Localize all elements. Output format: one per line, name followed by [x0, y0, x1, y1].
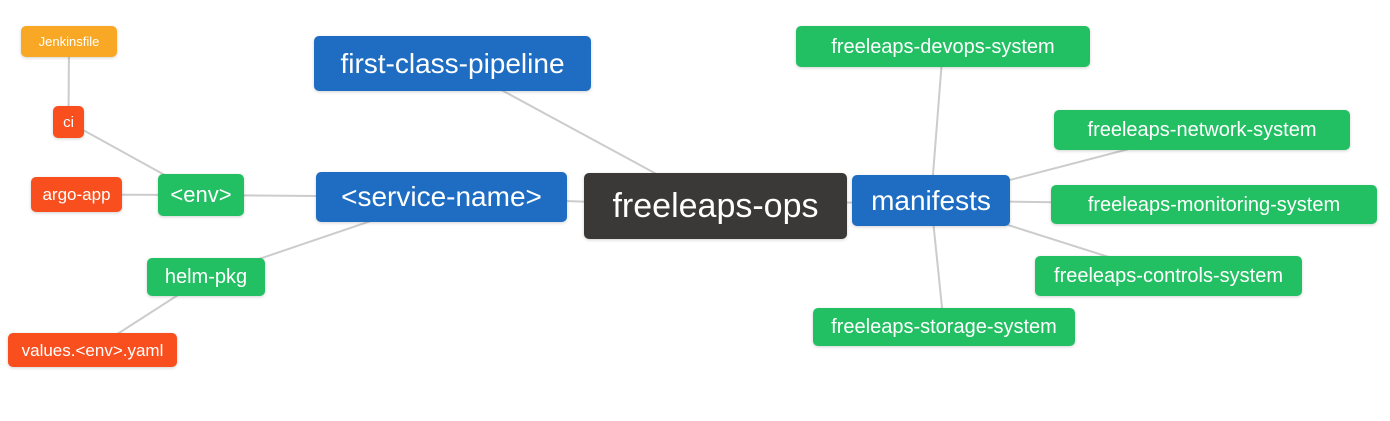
node-freeleaps-devops-system[interactable]: freeleaps-devops-system: [796, 26, 1090, 67]
node-label: values.<env>.yaml: [21, 340, 164, 360]
node-freeleaps-storage-system[interactable]: freeleaps-storage-system: [813, 308, 1075, 346]
node-label: freeleaps-devops-system: [831, 35, 1055, 58]
node-label: <service-name>: [341, 181, 542, 212]
edge-manifests--freeleaps-devops-system: [930, 46, 944, 201]
node-label: argo-app: [42, 185, 111, 204]
node-label: freeleaps-controls-system: [1054, 265, 1283, 287]
node-freeleaps-ops[interactable]: freeleaps-ops: [584, 173, 847, 239]
node-label: ci: [63, 113, 74, 131]
node-label: manifests: [871, 184, 991, 216]
node-argo-app[interactable]: argo-app: [31, 177, 122, 212]
node-freeleaps-controls-system[interactable]: freeleaps-controls-system: [1035, 256, 1302, 296]
node-freeleaps-monitoring-system[interactable]: freeleaps-monitoring-system: [1051, 185, 1377, 224]
node-helm-pkg[interactable]: helm-pkg: [147, 258, 265, 296]
node-label: freeleaps-monitoring-system: [1087, 193, 1341, 216]
node-label: first-class-pipeline: [340, 47, 565, 79]
node-freeleaps-network-system[interactable]: freeleaps-network-system: [1054, 110, 1350, 150]
node-label: helm-pkg: [164, 266, 248, 288]
node-first-class-pipeline[interactable]: first-class-pipeline: [314, 36, 591, 91]
node-ci[interactable]: ci: [53, 106, 84, 138]
node-env[interactable]: <env>: [158, 174, 244, 216]
node-label: freeleaps-storage-system: [831, 316, 1057, 338]
node-values-env-yaml[interactable]: values.<env>.yaml: [8, 333, 177, 367]
node-label: freeleaps-network-system: [1087, 119, 1317, 141]
node-label: freeleaps-ops: [612, 187, 819, 225]
node-label: Jenkinsfile: [38, 34, 100, 49]
node-manifests[interactable]: manifests: [852, 175, 1010, 226]
node-label: <env>: [170, 182, 232, 207]
node-jenkinsfile[interactable]: Jenkinsfile: [21, 26, 117, 57]
node-service-name[interactable]: <service-name>: [316, 172, 567, 222]
